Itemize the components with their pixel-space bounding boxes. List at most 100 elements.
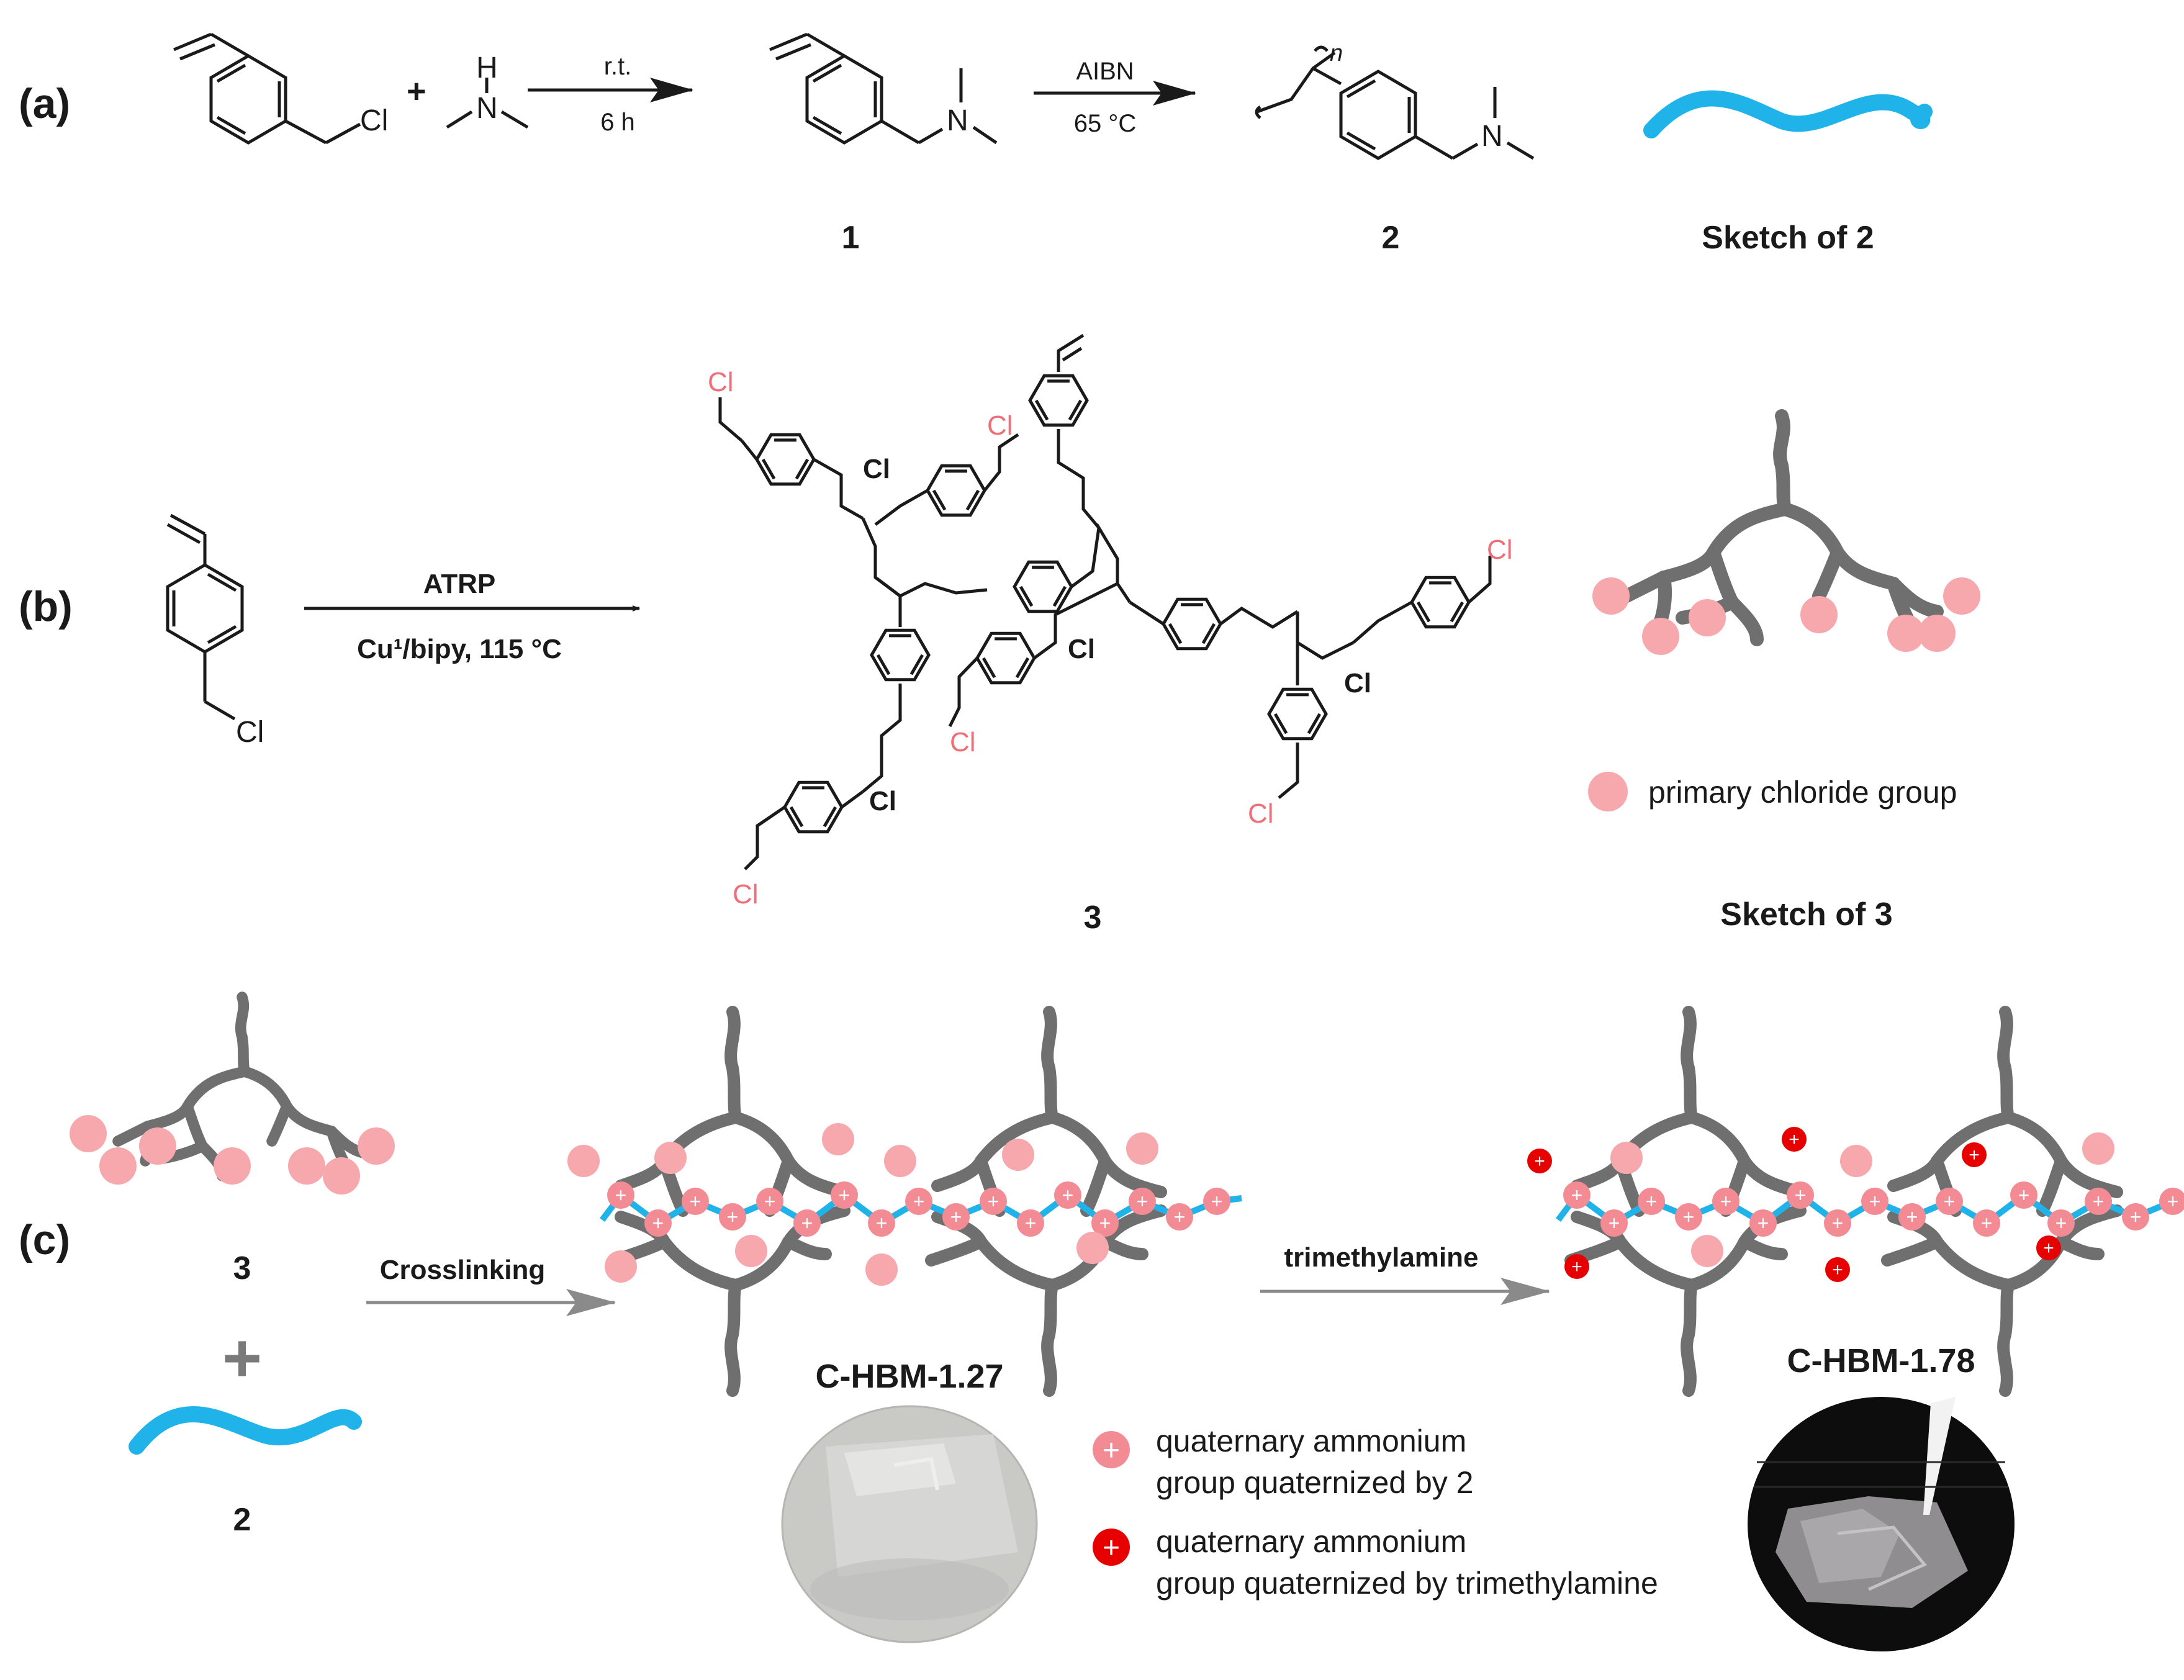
compound-1-n-label: N [947, 104, 968, 137]
benzene-ring [783, 780, 844, 834]
primary-chloride-dot [1642, 618, 1679, 655]
ring-double-bond [795, 458, 810, 480]
primary-chloride-dot [1840, 1145, 1872, 1177]
quat-pink-node [1824, 1209, 1851, 1237]
quat-pink-node-plus: + [2130, 1206, 2142, 1228]
secondary-cl-label: Cl [1068, 634, 1095, 664]
trimethylamine-label: trimethylamine [1284, 1242, 1479, 1273]
quat-pink-node-plus: + [1832, 1212, 1844, 1234]
crosslinking-label: Crosslinking [380, 1255, 546, 1285]
ring-double-bond [932, 489, 947, 511]
ring-double-bond [909, 654, 924, 675]
secondary-cl-label: Cl [869, 786, 896, 816]
primary-chloride-dot [70, 1115, 107, 1152]
network-branch [724, 1006, 742, 1124]
primary-chloride-dot [884, 1145, 916, 1177]
bond-chain [1070, 523, 1132, 603]
legend-quat-tma-line1: quaternary ammonium [1156, 1524, 1466, 1559]
condition-aibn: AIBN [1076, 58, 1134, 85]
reactant-3-sketch [70, 991, 395, 1195]
bond-chain [718, 397, 758, 461]
legend-primary-chloride-dot [1588, 772, 1628, 811]
ring-double-bond [1052, 585, 1067, 607]
primary-chloride-dot [1943, 577, 1980, 615]
primary-chloride-dot [358, 1127, 395, 1165]
ring-double-bond [1201, 623, 1216, 644]
ring-double-bond [876, 654, 891, 675]
primary-chloride-dot [1691, 1235, 1723, 1267]
quat-red-plus: + [1103, 1532, 1120, 1565]
benzene-ring [1410, 576, 1471, 629]
quat-pink-node [831, 1181, 858, 1209]
bond-chain [983, 433, 1019, 492]
network-c-hbm-178: +++++++++++++++++++++++ [1527, 1006, 2184, 1397]
ring-double-bond [1019, 585, 1034, 607]
compound-2-structure [1255, 45, 1535, 160]
quat-pink-node [644, 1209, 672, 1237]
network-branch [1887, 1111, 2015, 1192]
legend-quat-by-tma: + quaternary ammonium group quaternized … [1093, 1524, 1658, 1601]
quat-red-node [1564, 1254, 1589, 1279]
sketch-3-graphic [1592, 409, 1980, 655]
quat-pink-node [1091, 1209, 1119, 1237]
quat-red-node [1527, 1149, 1552, 1173]
quat-pink-node-plus: + [988, 1190, 999, 1213]
bond-chain [1296, 612, 1355, 660]
quat-pink-node-plus: + [950, 1206, 962, 1228]
polymer-branch [1654, 571, 1672, 628]
polymer-branch [266, 1101, 292, 1147]
quat-pink-node [905, 1188, 932, 1215]
bond-chain [1352, 556, 1492, 644]
polymer-branch [1773, 409, 1792, 516]
primary-cl-label: Cl [1248, 798, 1274, 829]
quat-pink-node-plus: + [876, 1212, 888, 1234]
bond-chain [1278, 643, 1299, 799]
condition-6h: 6 h [600, 109, 635, 136]
primary-chloride-dot [1592, 577, 1630, 615]
network-branch [1997, 1279, 2015, 1397]
quat-pink-node [1166, 1203, 1193, 1231]
quat-pink-node [2122, 1203, 2149, 1231]
quat-pink-node-plus: + [1981, 1212, 1993, 1234]
quat-pink-node-plus: + [1758, 1212, 1769, 1234]
compound-3-number: 3 [1084, 900, 1102, 936]
quat-pink-node-plus: + [2167, 1190, 2179, 1213]
quat-pink-node-plus: + [2093, 1190, 2105, 1213]
legend-quat-tma-line2: group quaternized by trimethylamine [1156, 1566, 1658, 1601]
quat-pink-node [1787, 1181, 1814, 1209]
bond-chain [813, 458, 864, 520]
quat-pink-node-plus: + [1099, 1212, 1111, 1234]
primary-chloride-dot [1800, 596, 1838, 633]
primary-chloride-dot [654, 1142, 687, 1174]
quat-pink-node-plus: + [1062, 1184, 1074, 1206]
quat-pink-node-plus: + [727, 1206, 739, 1228]
network-branch [724, 1279, 742, 1397]
bond-chain [1057, 429, 1100, 529]
photo-c-hbm-127 [781, 1405, 1038, 1643]
quat-pink-node [2085, 1188, 2112, 1215]
legend-quat-by-2: + quaternary ammonium group quaternized … [1093, 1424, 1473, 1500]
quat-pink-node [1898, 1203, 1926, 1231]
compound-1-structure [769, 32, 998, 145]
quat-pink-node [1129, 1188, 1156, 1215]
network-branch [782, 1235, 832, 1260]
network-branch [2055, 1235, 2105, 1260]
quat-pink-node [1973, 1209, 2000, 1237]
benzene-ring [755, 433, 816, 486]
primary-chloride-dot [1610, 1142, 1643, 1174]
primary-cl-label: Cl [987, 410, 1013, 441]
network-branch [1099, 1235, 1148, 1260]
network-branch [931, 1111, 1058, 1192]
primary-chloride-dot [865, 1253, 898, 1286]
quat-pink-node-plus: + [801, 1212, 813, 1234]
bond-chain [1129, 600, 1299, 629]
quat-pink-node [2159, 1188, 2184, 1215]
primary-chloride-dot [139, 1127, 176, 1165]
panel-b: (b) Cl ATRP Cu¹/bipy, 115 °C ClClClClClC… [19, 333, 1980, 936]
polymer-branch [235, 991, 250, 1077]
network-branch [1681, 1279, 1698, 1397]
quat-pink-node-plus: + [764, 1190, 776, 1213]
quat-pink-node-plus: + [2055, 1212, 2067, 1234]
ring-double-bond [1068, 399, 1083, 421]
